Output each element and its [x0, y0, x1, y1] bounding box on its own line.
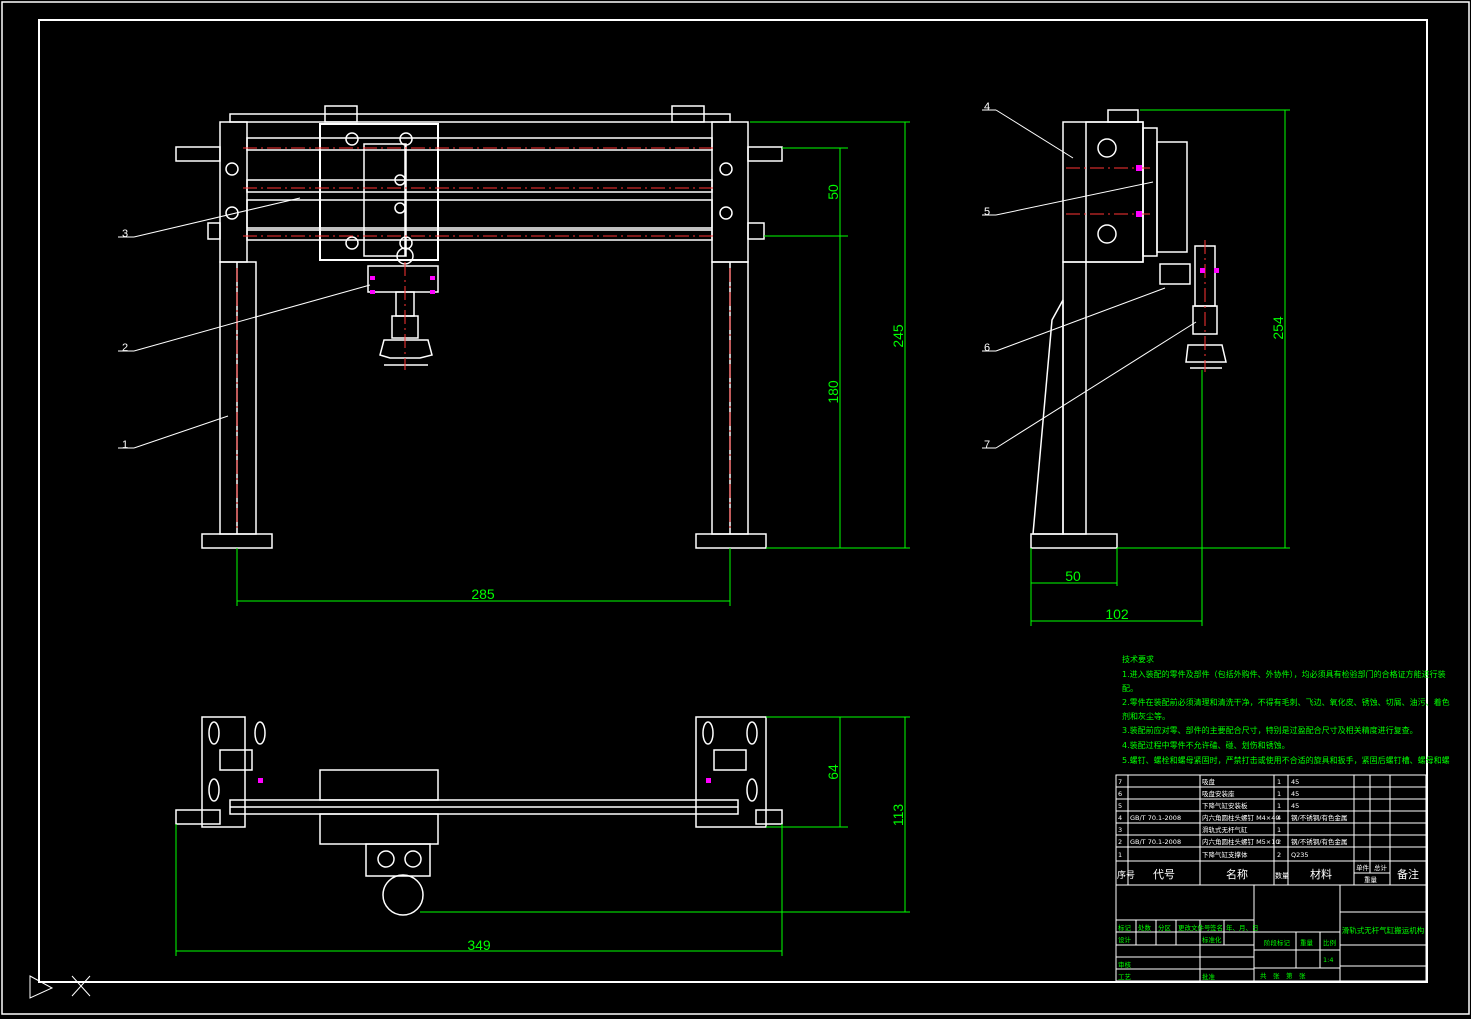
title-block-grid — [1115, 884, 1427, 982]
bom-row-4-code: GB/T 70.1-2008 — [1130, 814, 1181, 822]
top-view-dimension-lines — [175, 716, 910, 956]
bom-header-qty: 数量 — [1275, 871, 1289, 880]
front-view-dimension-lines — [236, 121, 910, 606]
dim-side-width: 102 — [1105, 606, 1129, 622]
bom-row-2-qty: 2 — [1277, 838, 1281, 846]
bom-header-name: 名称 — [1226, 867, 1248, 881]
side-view-dimension-lines — [1030, 109, 1290, 626]
tb-label-scale: 比例 — [1323, 938, 1336, 947]
bom-row-1-name: 下降气缸支撑体 — [1202, 850, 1248, 859]
tech-note-line-6: 4.装配过程中零件不允许磕、碰、划伤和锈蚀。 — [1122, 740, 1290, 750]
bom-header-remark: 备注 — [1397, 867, 1419, 881]
tech-notes-title: 技术要求 — [1122, 654, 1154, 664]
top-view — [175, 716, 783, 916]
side-view-leaders — [982, 109, 1197, 449]
dim-top-width: 349 — [467, 937, 491, 953]
bom-row-1-no: 1 — [1118, 851, 1122, 859]
dim-front-width: 285 — [471, 586, 495, 602]
dim-front-pitch: 50 — [825, 184, 841, 200]
bom-row-4-mat: 钢/不锈钢/有色金属 — [1291, 813, 1347, 822]
tb-label-sign: 签名 — [1210, 923, 1223, 932]
balloon-6: 6 — [984, 342, 990, 354]
bom-row-4-no: 4 — [1118, 814, 1122, 822]
tb-label-count: 处数 — [1138, 923, 1152, 932]
tb-scale-value: 1:4 — [1323, 956, 1333, 964]
balloon-1: 1 — [122, 439, 128, 451]
tb-sheet: 共 张 第 张 — [1260, 971, 1306, 980]
bom-row-7-qty: 1 — [1277, 778, 1281, 786]
bom-row-5-qty: 1 — [1277, 802, 1281, 810]
bom-row-6-qty: 1 — [1277, 790, 1281, 798]
side-view — [1030, 109, 1227, 549]
front-view-centerlines — [236, 147, 731, 530]
bom-row-1-mat: Q235 — [1291, 851, 1309, 859]
bom-header-mat: 材料 — [1310, 867, 1332, 881]
balloon-3: 3 — [122, 228, 128, 240]
tech-note-line-4: 剂和灰尘等。 — [1122, 711, 1170, 721]
dim-side-base: 50 — [1065, 568, 1081, 584]
bom-header-total: 总计 — [1374, 863, 1388, 872]
tech-note-line-3: 2.零件在装配前必须清理和清洗干净，不得有毛刺、飞边、氧化皮、锈蚀、切屑、油污、… — [1122, 697, 1450, 707]
bom-header-code: 代号 — [1153, 868, 1175, 881]
bom-row-3-no: 3 — [1118, 826, 1122, 834]
dim-top-depth: 64 — [825, 764, 841, 780]
tb-label-checker: 审核 — [1118, 960, 1132, 969]
bom-row-5-no: 5 — [1118, 802, 1122, 810]
bom-row-3-qty: 1 — [1277, 826, 1281, 834]
tech-note-line-5: 3.装配前应对零、部件的主要配合尺寸，特别是过盈配合尺寸及相关精度进行复查。 — [1122, 725, 1418, 735]
tb-label-mark: 标记 — [1118, 923, 1132, 932]
bom-row-1-qty: 2 — [1277, 851, 1281, 859]
top-view-pink-marks — [258, 778, 711, 783]
tech-note-line-7: 5.螺钉、螺栓和螺母紧固时，严禁打击或使用不合适的旋具和扳手，紧固后螺钉槽、螺母… — [1122, 755, 1450, 765]
dim-front-total: 245 — [890, 324, 906, 348]
tb-label-date: 年、月、日 — [1226, 923, 1259, 932]
bom-row-2-code: GB/T 70.1-2008 — [1130, 838, 1181, 846]
bom-row-2-mat: 钢/不锈钢/有色金属 — [1291, 837, 1347, 846]
bom-row-2-name: 内六角圆柱头螺钉 M5×10 — [1202, 837, 1280, 846]
tb-label-designer: 设计 — [1118, 935, 1132, 944]
ucs-icon — [29, 975, 91, 999]
bom-row-3-name: 滑轨式无杆气缸 — [1202, 825, 1248, 834]
bom-row-7-no: 7 — [1118, 778, 1122, 786]
balloon-5: 5 — [984, 206, 990, 218]
side-view-centerlines — [1066, 167, 1206, 372]
bom-header-no: 序号 — [1117, 869, 1135, 881]
front-view-leaders — [118, 197, 371, 449]
dim-top-total: 113 — [890, 804, 906, 827]
tb-label-zone: 分区 — [1158, 923, 1172, 932]
side-view-pink-marks — [1136, 165, 1219, 273]
tb-label-weight: 重量 — [1300, 939, 1314, 947]
bom-header-unit: 单件 — [1356, 863, 1370, 872]
bom-row-7-mat: 45 — [1291, 778, 1299, 786]
tech-note-line-2: 配。 — [1122, 684, 1138, 693]
front-view — [175, 105, 783, 549]
bom-row-6-no: 6 — [1118, 790, 1122, 798]
bom-table-grid — [1115, 774, 1427, 886]
bom-header-weight: 重量 — [1364, 876, 1378, 884]
dim-front-lower: 180 — [825, 380, 841, 404]
tb-drawing-title: 滑轨式无杆气缸搬运机构 — [1342, 925, 1425, 935]
balloon-2: 2 — [122, 342, 128, 354]
tb-label-process: 工艺 — [1118, 973, 1132, 981]
balloon-4: 4 — [984, 101, 990, 113]
bom-row-6-mat: 45 — [1291, 790, 1299, 798]
bom-row-2-no: 2 — [1118, 838, 1122, 846]
bom-row-5-mat: 45 — [1291, 802, 1299, 810]
front-view-pink-marks — [370, 276, 435, 294]
balloon-7: 7 — [984, 439, 990, 451]
bom-row-4-name: 内六角圆柱头螺钉 M4×40 — [1202, 813, 1280, 822]
tb-label-approve: 批准 — [1202, 972, 1216, 981]
dim-side-height: 254 — [1270, 316, 1286, 340]
tech-note-line-1: 1.进入装配的零件及部件（包括外购件、外协件），均必须具有检验部门的合格证方能进… — [1122, 669, 1446, 679]
bom-row-6-name: 吸盘安装座 — [1202, 789, 1235, 798]
tb-label-stage: 阶段标记 — [1264, 938, 1291, 947]
bom-row-5-name: 下降气缸安装板 — [1202, 801, 1248, 810]
tb-label-change-doc: 更改文件号 — [1178, 923, 1211, 932]
tb-label-standard: 标准化 — [1202, 935, 1222, 944]
bom-row-7-name: 吸盘 — [1202, 777, 1216, 786]
bom-row-4-qty: 4 — [1277, 814, 1281, 822]
